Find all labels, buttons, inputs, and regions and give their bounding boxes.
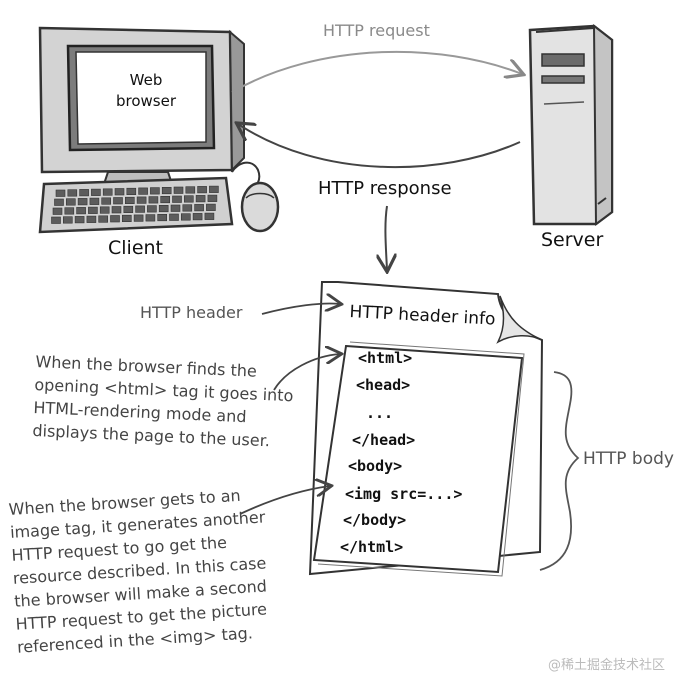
html-tag-note: When the browser finds the opening <html… bbox=[32, 350, 295, 453]
keyboard-keys bbox=[51, 185, 219, 224]
http-body-label: HTTP body bbox=[583, 449, 674, 469]
keyboard-key bbox=[181, 213, 191, 221]
http-request-label: HTTP request bbox=[323, 21, 430, 40]
code-line-body-close: </body> bbox=[343, 511, 407, 529]
keyboard-key bbox=[192, 213, 203, 221]
keyboard-key bbox=[133, 214, 144, 222]
keyboard-key bbox=[126, 187, 137, 195]
keyboard-key bbox=[160, 196, 170, 204]
code-line-head-open: <head> bbox=[356, 376, 411, 394]
keyboard-key bbox=[207, 194, 218, 202]
header-pointer-arrow bbox=[261, 303, 340, 315]
keyboard-key bbox=[113, 197, 123, 205]
response-arrow bbox=[238, 124, 521, 169]
keyboard-key bbox=[145, 214, 156, 222]
keyboard-key bbox=[99, 206, 110, 214]
keyboard-key bbox=[150, 187, 160, 195]
keyboard-key bbox=[55, 189, 66, 197]
keyboard-key bbox=[122, 214, 132, 222]
keyboard-key bbox=[169, 213, 179, 221]
keyboard-key bbox=[62, 216, 73, 224]
keyboard-key bbox=[52, 207, 63, 215]
keyboard-key bbox=[125, 196, 135, 204]
keyboard-key bbox=[110, 215, 120, 223]
keyboard-key bbox=[102, 188, 113, 196]
down-arrow bbox=[385, 205, 387, 270]
html-note-arrow bbox=[273, 354, 340, 391]
keyboard-key bbox=[76, 207, 86, 215]
keyboard-key bbox=[51, 216, 61, 224]
http-response-document bbox=[308, 281, 544, 577]
keyboard-key bbox=[79, 189, 89, 197]
keyboard-key bbox=[184, 195, 194, 203]
keyboard-key bbox=[138, 187, 148, 195]
keyboard-key bbox=[135, 205, 145, 213]
code-line-body-open: <body> bbox=[348, 457, 403, 475]
keyboard-key bbox=[147, 205, 157, 213]
server-label: Server bbox=[541, 229, 604, 251]
keyboard-key bbox=[197, 186, 207, 194]
keyboard-key bbox=[54, 198, 64, 206]
keyboard-key bbox=[172, 195, 182, 203]
client-label: Client bbox=[108, 237, 164, 259]
body-brace bbox=[539, 371, 580, 571]
keyboard-key bbox=[182, 204, 193, 212]
keyboard-key bbox=[114, 188, 125, 196]
keyboard-key bbox=[91, 188, 101, 196]
keyboard-key bbox=[161, 187, 172, 195]
code-line-html-open: <html> bbox=[358, 349, 413, 367]
keyboard-key bbox=[157, 214, 167, 222]
keyboard-key bbox=[77, 198, 88, 206]
client-computer-icon bbox=[38, 26, 280, 234]
code-line-head-close: </head> bbox=[352, 431, 416, 449]
code-line-html-close: </html> bbox=[340, 538, 404, 556]
keyboard-key bbox=[136, 196, 147, 204]
keyboard-key bbox=[74, 216, 85, 224]
keyboard-key bbox=[148, 196, 159, 204]
keyboard-key bbox=[67, 189, 78, 197]
keyboard-key bbox=[88, 206, 98, 214]
keyboard-key bbox=[206, 203, 216, 211]
keyboard-key bbox=[158, 205, 169, 213]
server-tower-icon bbox=[528, 23, 614, 226]
request-arrow bbox=[231, 50, 522, 93]
keyboard-key bbox=[185, 186, 196, 194]
keyboard-key bbox=[98, 215, 108, 223]
keyboard-key bbox=[111, 206, 122, 214]
keyboard-key bbox=[173, 186, 184, 194]
keyboard-key bbox=[86, 215, 97, 223]
watermark: @稀土掘金技术社区 bbox=[548, 658, 666, 673]
keyboard-key bbox=[101, 197, 111, 205]
keyboard-key bbox=[89, 197, 100, 205]
web-browser-label: Web browser bbox=[115, 71, 176, 110]
keyboard-key bbox=[194, 204, 204, 212]
keyboard-key bbox=[170, 204, 181, 212]
code-line-img: <img src=...> bbox=[345, 485, 463, 503]
keyboard-key bbox=[123, 205, 134, 213]
keyboard-key bbox=[204, 212, 215, 220]
code-line-ellipsis: ... bbox=[366, 404, 394, 422]
http-response-label: HTTP response bbox=[318, 178, 452, 199]
img-tag-note: When the browser gets to an image tag, i… bbox=[8, 482, 273, 658]
keyboard-key bbox=[209, 185, 219, 193]
keyboard-key bbox=[66, 198, 76, 206]
img-note-arrow bbox=[239, 486, 330, 515]
keyboard-key bbox=[195, 195, 206, 203]
keyboard-key bbox=[64, 207, 75, 215]
http-header-label: HTTP header bbox=[140, 303, 243, 322]
